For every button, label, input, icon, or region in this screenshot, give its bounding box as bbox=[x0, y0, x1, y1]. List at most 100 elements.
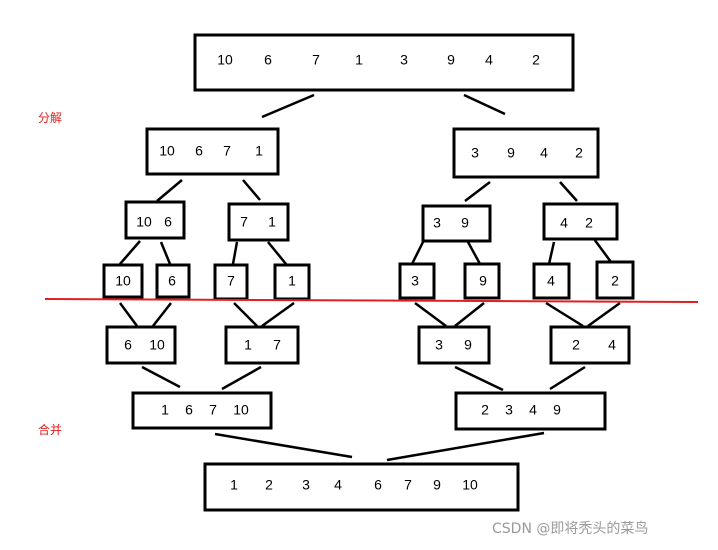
array-value: 4 bbox=[608, 337, 616, 353]
array-value: 6 bbox=[374, 477, 382, 493]
array-box-leaf-4: 4 bbox=[532, 262, 571, 300]
connector-line bbox=[549, 365, 586, 391]
box-outline bbox=[542, 202, 619, 241]
connector-line bbox=[386, 431, 545, 462]
array-value: 2 bbox=[481, 402, 489, 418]
array-value: 9 bbox=[433, 477, 441, 493]
connector-line bbox=[233, 302, 258, 327]
array-value: 3 bbox=[411, 273, 419, 289]
array-value: 9 bbox=[464, 337, 472, 353]
box-outline bbox=[463, 262, 501, 300]
array-value: 10 bbox=[149, 337, 165, 353]
merge-label: 合并 bbox=[38, 422, 62, 437]
array-value: 3 bbox=[471, 145, 479, 161]
box-outline bbox=[532, 262, 571, 300]
connector-line bbox=[261, 93, 315, 119]
array-value: 7 bbox=[227, 273, 235, 289]
array-value: 10 bbox=[136, 214, 152, 230]
array-value: 10 bbox=[159, 143, 175, 159]
connector-line bbox=[545, 301, 584, 328]
array-value: 3 bbox=[435, 337, 443, 353]
array-value: 2 bbox=[585, 215, 593, 231]
box-outline bbox=[224, 325, 300, 365]
box-outline bbox=[145, 127, 280, 176]
array-value: 9 bbox=[507, 145, 515, 161]
array-box-leaf-7: 7 bbox=[213, 263, 249, 301]
array-value: 1 bbox=[161, 402, 169, 418]
array-value: 2 bbox=[575, 145, 583, 161]
array-value: 10 bbox=[462, 477, 478, 493]
array-value: 4 bbox=[560, 215, 568, 231]
connector-line bbox=[231, 241, 239, 265]
array-value: 2 bbox=[611, 273, 619, 289]
box-outline bbox=[549, 325, 631, 365]
array-value: 1 bbox=[255, 143, 263, 159]
box-outline bbox=[273, 263, 311, 301]
box-outline bbox=[452, 127, 600, 179]
array-box-leaf-10: 10 bbox=[102, 263, 144, 299]
box-outline bbox=[417, 325, 491, 365]
edges bbox=[118, 93, 621, 462]
array-box-m1: 6 10 bbox=[105, 325, 177, 365]
connector-line bbox=[466, 241, 482, 265]
array-value: 9 bbox=[447, 52, 455, 68]
array-value: 10 bbox=[233, 402, 249, 418]
array-value: 6 bbox=[185, 402, 193, 418]
watermark: CSDN @即将秃头的菜鸟 bbox=[492, 521, 648, 537]
box-outline bbox=[421, 204, 492, 243]
array-value: 7 bbox=[240, 214, 248, 230]
array-value: 1 bbox=[355, 52, 363, 68]
connector-line bbox=[464, 181, 491, 202]
array-value: 4 bbox=[334, 477, 342, 493]
connector-line bbox=[118, 302, 139, 327]
array-value: 7 bbox=[312, 52, 320, 68]
split-merge-divider bbox=[44, 298, 699, 303]
connector-line bbox=[454, 365, 504, 392]
array-value: 6 bbox=[124, 337, 132, 353]
connector-line bbox=[156, 179, 183, 202]
array-value: 3 bbox=[400, 52, 408, 68]
box-outline bbox=[227, 202, 290, 242]
array-value: 9 bbox=[553, 402, 561, 418]
array-value: 7 bbox=[273, 337, 281, 353]
array-value: 3 bbox=[302, 477, 310, 493]
connector-line bbox=[587, 301, 621, 328]
array-value: 4 bbox=[529, 402, 537, 418]
connector-line bbox=[119, 240, 141, 265]
connector-line bbox=[152, 302, 172, 327]
box-outline bbox=[124, 200, 186, 240]
box-outline bbox=[203, 462, 520, 512]
array-value: 2 bbox=[265, 477, 273, 493]
array-box-leaf-9: 9 bbox=[463, 262, 501, 300]
connector-line bbox=[267, 241, 287, 265]
box-outline bbox=[398, 262, 436, 300]
connector-line bbox=[414, 301, 447, 328]
connector-line bbox=[592, 238, 613, 263]
array-value: 9 bbox=[461, 215, 469, 231]
array-value: 9 bbox=[479, 273, 487, 289]
array-value: 2 bbox=[572, 337, 580, 353]
connector-line bbox=[221, 365, 262, 391]
box-outline bbox=[105, 325, 177, 365]
array-value: 1 bbox=[268, 214, 276, 230]
array-value: 3 bbox=[433, 215, 441, 231]
connector-line bbox=[242, 179, 261, 201]
box-outline bbox=[454, 391, 607, 431]
box-outline bbox=[131, 391, 273, 430]
array-value: 7 bbox=[223, 143, 231, 159]
array-box-leaf-6: 6 bbox=[155, 263, 191, 299]
array-value: 1 bbox=[230, 477, 238, 493]
array-value: 4 bbox=[540, 145, 548, 161]
box-outline bbox=[595, 260, 635, 300]
connector-line bbox=[547, 241, 556, 265]
